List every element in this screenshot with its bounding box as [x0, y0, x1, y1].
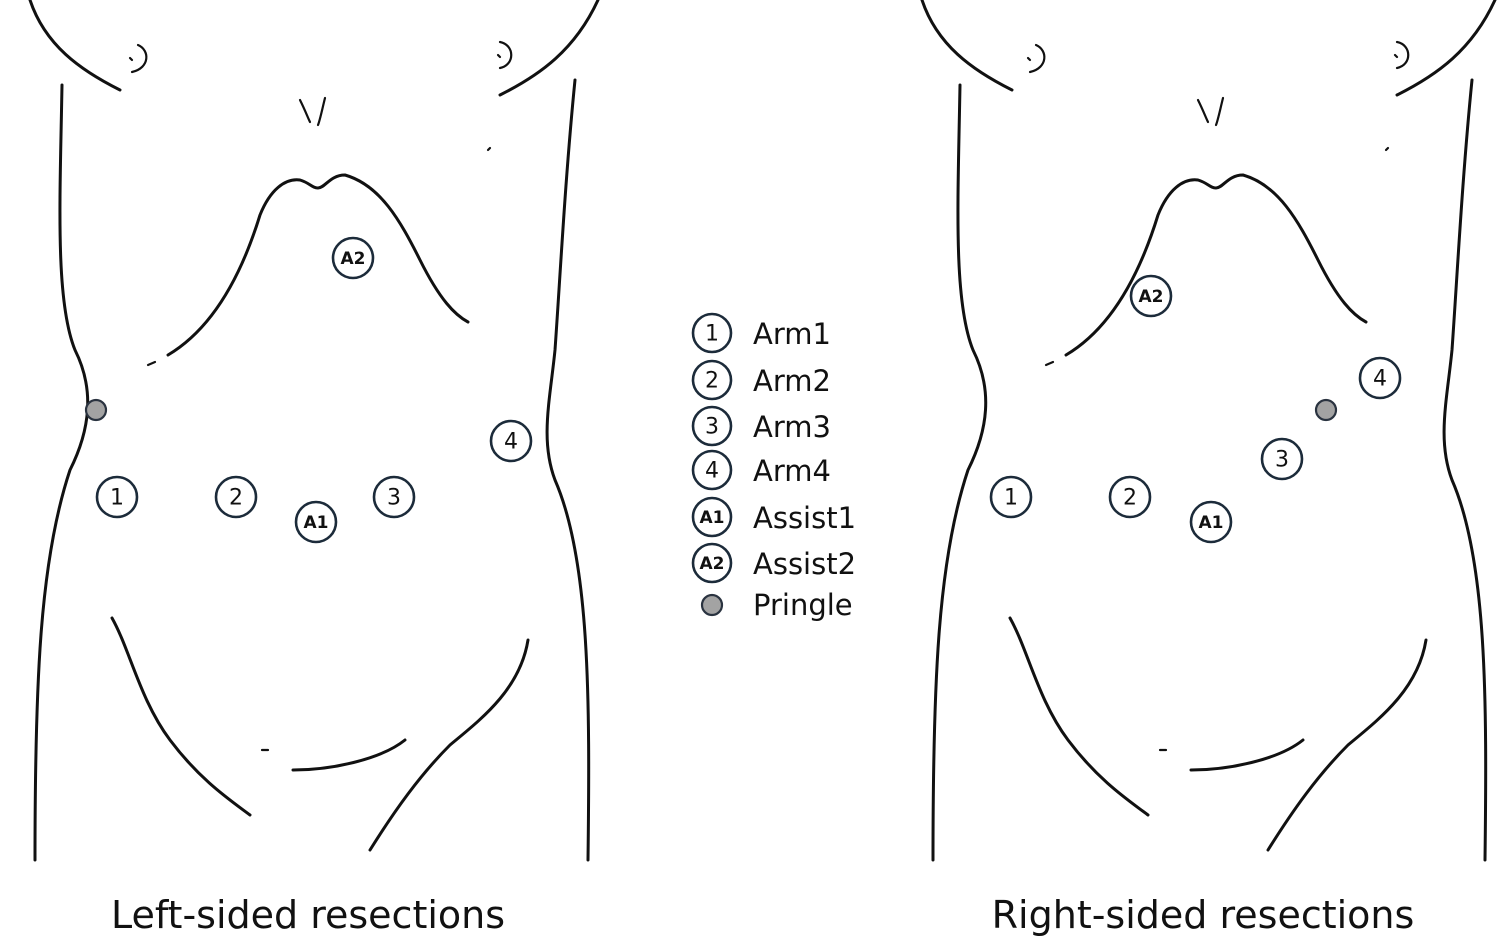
right-port-arm4: 4: [1358, 356, 1402, 400]
legend-label-arm1: Arm1: [753, 317, 831, 351]
right-port-assist2-label: A2: [1139, 287, 1164, 307]
legend-label-arm4: Arm4: [753, 454, 831, 488]
right-port-arm2-label: 2: [1123, 486, 1137, 511]
legend: 1 Arm1 2 Arm2 3 Arm3 4 Arm4 A1 Assist1 A…: [691, 312, 856, 622]
left-panel-caption: Left-sided resections: [111, 893, 505, 937]
left-port-arm4-label: 4: [504, 430, 518, 455]
right-port-arm1-label: 1: [1004, 486, 1018, 511]
legend-label-assist1: Assist1: [753, 501, 856, 535]
right-port-assist1: A1: [1189, 500, 1233, 544]
left-pringle-dot: [84, 398, 108, 422]
right-port-arm4-label: 4: [1373, 367, 1387, 392]
legend-label-assist2: Assist2: [753, 547, 856, 581]
left-torso: 1 2 3 4 A1 A2 Left-sided resections: [28, 0, 600, 937]
legend-item-assist1: A1 Assist1: [691, 496, 856, 538]
legend-label-arm2: Arm2: [753, 364, 831, 398]
legend-item-pringle: Pringle: [700, 588, 853, 622]
right-port-assist2: A2: [1129, 274, 1173, 318]
legend-symbol-assist1: A1: [700, 508, 725, 528]
legend-item-arm2: 2 Arm2: [691, 359, 831, 401]
right-pringle-dot: [1314, 398, 1338, 422]
right-panel-caption: Right-sided resections: [992, 893, 1415, 937]
right-port-arm3: 3: [1260, 437, 1304, 481]
left-port-arm3: 3: [372, 475, 416, 519]
left-port-arm1: 1: [95, 475, 139, 519]
left-port-assist1-label: A1: [304, 513, 329, 533]
right-port-arm1: 1: [989, 475, 1033, 519]
left-port-assist2-label: A2: [341, 249, 366, 269]
left-port-arm1-label: 1: [110, 486, 124, 511]
left-port-assist2: A2: [331, 236, 375, 280]
legend-label-pringle: Pringle: [753, 588, 853, 622]
left-port-arm3-label: 3: [387, 486, 401, 511]
left-port-arm2-label: 2: [229, 486, 243, 511]
left-port-arm2: 2: [214, 475, 258, 519]
legend-item-assist2: A2 Assist2: [691, 542, 856, 584]
legend-item-arm1: 1 Arm1: [691, 312, 831, 354]
left-port-assist1: A1: [294, 500, 338, 544]
legend-pringle-dot: [700, 593, 724, 617]
left-port-arm4: 4: [489, 419, 533, 463]
legend-symbol-arm1: 1: [705, 322, 719, 347]
right-torso: 1 2 3 4 A1 A2 Right-sided resections: [920, 0, 1497, 937]
right-port-arm2: 2: [1108, 475, 1152, 519]
legend-symbol-arm2: 2: [705, 369, 719, 394]
legend-symbol-arm4: 4: [705, 459, 719, 484]
right-port-assist1-label: A1: [1199, 513, 1224, 533]
legend-label-arm3: Arm3: [753, 410, 831, 444]
right-port-arm3-label: 3: [1275, 448, 1289, 473]
legend-item-arm3: 3 Arm3: [691, 405, 831, 447]
right-torso-outline: [920, 0, 1497, 862]
legend-symbol-arm3: 3: [705, 415, 719, 440]
legend-symbol-assist2: A2: [700, 554, 725, 574]
left-torso-outline: [28, 0, 600, 862]
legend-item-arm4: 4 Arm4: [691, 449, 831, 491]
